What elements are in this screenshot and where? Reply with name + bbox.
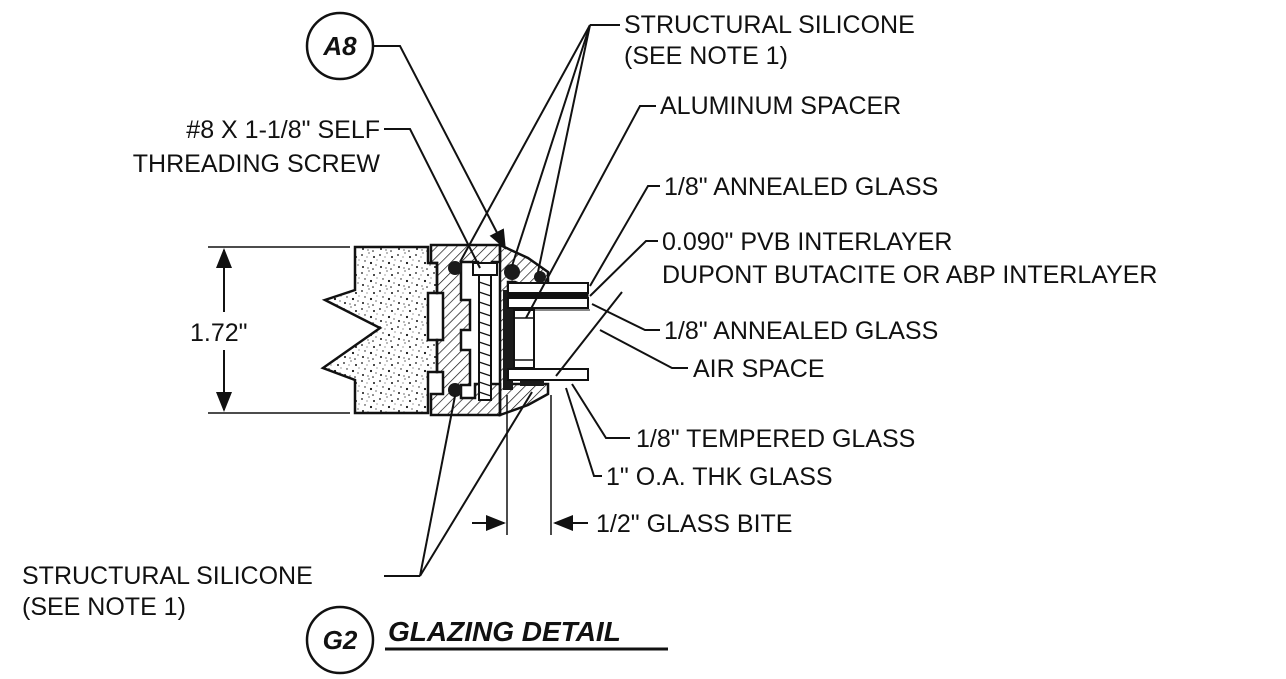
a8-leader	[373, 45, 506, 250]
glass-bite-dimension	[472, 395, 588, 535]
overall-thickness-leader	[565, 387, 602, 477]
structural-silicone-top-leaders	[459, 24, 620, 273]
a8-bubble-label: A8	[322, 31, 357, 61]
pvb-interlayer-leader	[589, 240, 658, 297]
glass-bite-label: 1/2" GLASS BITE	[596, 510, 792, 538]
aluminum-spacer-leader	[525, 105, 656, 319]
air-space-pointer	[555, 291, 623, 377]
structural-silicone-top-note: (SEE NOTE 1)	[624, 42, 788, 70]
tempered-glass-label: 1/8" TEMPERED GLASS	[636, 425, 915, 453]
height-dimension	[208, 246, 350, 414]
glass-lites	[507, 282, 590, 381]
self-threading-screw	[472, 262, 498, 401]
structural-silicone-bottom-label: STRUCTURAL SILICONE	[22, 562, 313, 590]
structural-silicone-top-label: STRUCTURAL SILICONE	[624, 11, 915, 39]
structural-silicone-bottom-leaders	[384, 391, 533, 577]
tempered-glass-leader	[571, 383, 630, 439]
screw-leader	[384, 128, 481, 269]
annealed-glass-mid-label: 1/8" ANNEALED GLASS	[664, 317, 938, 345]
screw-label-line1: #8 X 1-1/8" SELF	[186, 116, 380, 144]
structural-silicone-bottom-note: (SEE NOTE 1)	[22, 593, 186, 621]
screw-label-line2: THREADING SCREW	[133, 150, 381, 178]
annealed-glass-top-leader	[589, 185, 660, 287]
pvb-interlayer-label: 0.090" PVB INTERLAYER	[662, 228, 952, 256]
air-space-leader	[599, 329, 688, 369]
overall-thickness-label: 1" O.A. THK GLASS	[606, 463, 833, 491]
detail-title: GLAZING DETAIL	[388, 616, 621, 647]
substrate-block	[320, 245, 439, 415]
annealed-glass-top-label: 1/8" ANNEALED GLASS	[664, 173, 938, 201]
pvb-interlayer-spec: DUPONT BUTACITE OR ABP INTERLAYER	[662, 261, 1157, 289]
g2-detail-bubble	[305, 605, 375, 675]
aluminum-spacer-label: ALUMINUM SPACER	[660, 92, 901, 120]
g2-bubble-label: G2	[323, 625, 358, 655]
air-space-label: AIR SPACE	[693, 355, 825, 383]
height-dimension-label: 1.72"	[190, 319, 248, 347]
annealed-glass-mid-leader	[591, 303, 660, 331]
